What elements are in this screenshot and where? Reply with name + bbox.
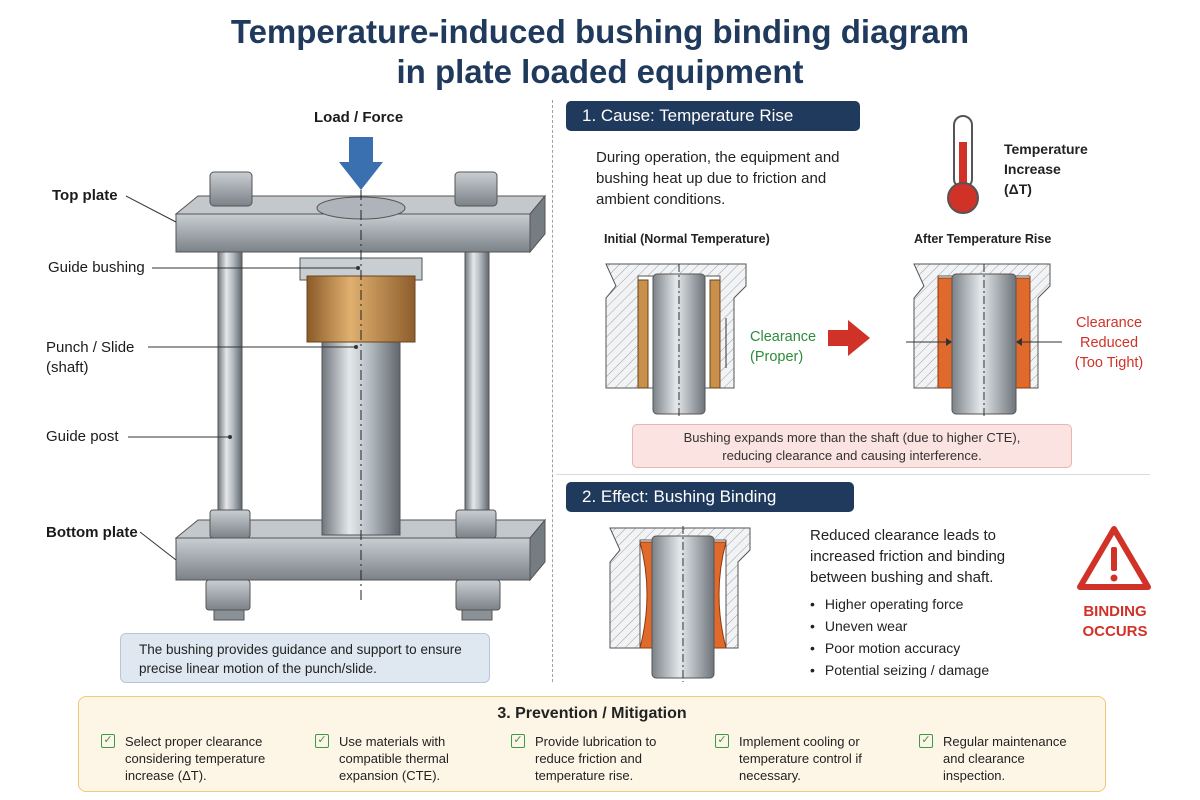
clearance-bad-line-2: Reduced	[1079, 335, 1139, 351]
binding-occurs-label: BINDING OCCURS	[1070, 602, 1160, 642]
binding-cross-section	[609, 526, 751, 682]
clearance-reduced-label: Clearance Reduced (Too Tight)	[1066, 313, 1152, 373]
temp-label-line-1: Temperature	[1004, 141, 1088, 157]
checkbox-icon: ✓	[315, 734, 329, 748]
checkbox-icon: ✓	[715, 734, 729, 748]
vertical-divider	[552, 100, 553, 682]
punch-label-line-2: (shaft)	[46, 359, 89, 376]
prev-5-line-3: inspection.	[943, 768, 1006, 783]
load-arrow	[339, 137, 383, 190]
effect-bullet-list: Higher operating force Uneven wear Poor …	[810, 593, 989, 681]
guide-post-right	[464, 239, 490, 526]
expansion-note-line-1: Bushing expands more than the shaft (due…	[683, 430, 1021, 445]
effect-text-line-1: Reduced clearance leads to	[810, 527, 996, 544]
horizontal-divider	[556, 474, 1150, 475]
checkbox-icon: ✓	[101, 734, 115, 748]
clearance-bad-line-3: (Too Tight)	[1074, 355, 1144, 371]
red-arrow-icon	[828, 320, 870, 356]
prev-4-line-2: temperature control if	[739, 751, 862, 766]
prev-1-line-1: Select proper clearance	[125, 734, 263, 749]
die-set-illustration	[125, 137, 547, 621]
after-caption: After Temperature Rise	[914, 232, 1052, 246]
expanded-cross-section	[906, 263, 1062, 416]
prev-4-line-3: necessary.	[739, 768, 801, 783]
effect-text: Reduced clearance leads to increased fri…	[810, 525, 1005, 588]
prev-3-line-1: Provide lubrication to	[535, 734, 657, 749]
clearance-ok-line-1: Clearance	[750, 329, 817, 345]
assembly-note-line-1: The bushing provides guidance and suppor…	[139, 642, 462, 657]
temperature-increase-label: Temperature Increase (ΔT)	[1004, 139, 1088, 199]
list-item: Potential seizing / damage	[810, 659, 989, 681]
guide-bushing-label: Guide bushing	[48, 259, 145, 276]
assembly-note: The bushing provides guidance and suppor…	[120, 633, 490, 683]
list-item: Higher operating force	[810, 593, 989, 615]
prev-2-line-3: expansion (CTE).	[339, 768, 441, 783]
assembly-note-line-2: precise linear motion of the punch/slide…	[139, 661, 377, 676]
guide-post-label: Guide post	[46, 428, 119, 445]
title-line-2: in plate loaded equipment	[396, 53, 804, 90]
bottom-plate	[174, 518, 547, 582]
thermometer-icon	[947, 115, 979, 214]
initial-caption: Initial (Normal Temperature)	[604, 232, 770, 246]
page-title: Temperature-induced bushing binding diag…	[0, 12, 1200, 92]
prev-1-line-2: considering temperature	[125, 751, 266, 766]
cause-text: During operation, the equipment and bush…	[596, 147, 840, 210]
temp-label-line-2: Increase	[1004, 161, 1061, 177]
checkbox-icon: ✓	[919, 734, 933, 748]
clearance-proper-label: Clearance (Proper)	[750, 327, 816, 367]
effect-heading: 2. Effect: Bushing Binding	[566, 482, 854, 512]
effect-text-line-3: between bushing and shaft.	[810, 569, 994, 586]
cause-heading: 1. Cause: Temperature Rise	[566, 101, 860, 131]
prev-1-line-3: increase (ΔT).	[125, 768, 207, 783]
binding-line-1: BINDING	[1083, 603, 1147, 620]
temp-label-line-3: (ΔT)	[1004, 181, 1032, 197]
prev-2-line-2: compatible thermal	[339, 751, 449, 766]
prev-3-line-2: reduce friction and	[535, 751, 642, 766]
binding-line-2: OCCURS	[1082, 623, 1148, 640]
expansion-note: Bushing expands more than the shaft (due…	[632, 424, 1072, 468]
expansion-note-line-2: reducing clearance and causing interfere…	[722, 448, 982, 463]
prev-4-line-1: Implement cooling or	[739, 734, 860, 749]
punch-slide-label: Punch / Slide (shaft)	[46, 338, 134, 378]
initial-cross-section	[605, 263, 747, 416]
top-plate-label: Top plate	[52, 187, 118, 204]
guide-post-left	[217, 239, 243, 526]
clearance-ok-line-2: (Proper)	[750, 349, 804, 365]
bottom-plate-label: Bottom plate	[46, 524, 138, 541]
cause-text-line-3: ambient conditions.	[596, 191, 726, 208]
prevention-panel: 3. Prevention / Mitigation ✓ Select prop…	[78, 696, 1106, 792]
prev-2-line-1: Use materials with	[339, 734, 446, 749]
list-item: Poor motion accuracy	[810, 637, 989, 659]
effect-text-line-2: increased friction and binding	[810, 548, 1006, 565]
prev-5-line-2: and clearance	[943, 751, 1025, 766]
list-item: Uneven wear	[810, 615, 989, 637]
title-line-1: Temperature-induced bushing binding diag…	[230, 13, 970, 50]
cause-text-line-1: During operation, the equipment and	[596, 149, 840, 166]
warning-triangle-icon	[1077, 526, 1151, 590]
prev-5-line-1: Regular maintenance	[943, 734, 1067, 749]
cause-text-line-2: bushing heat up due to friction and	[596, 170, 827, 187]
prev-3-line-3: temperature rise.	[535, 768, 634, 783]
load-force-label: Load / Force	[314, 109, 404, 126]
prevention-heading: 3. Prevention / Mitigation	[497, 705, 687, 722]
punch-label-line-1: Punch / Slide	[46, 339, 135, 356]
clearance-bad-line-1: Clearance	[1075, 315, 1143, 331]
checkbox-icon: ✓	[511, 734, 525, 748]
